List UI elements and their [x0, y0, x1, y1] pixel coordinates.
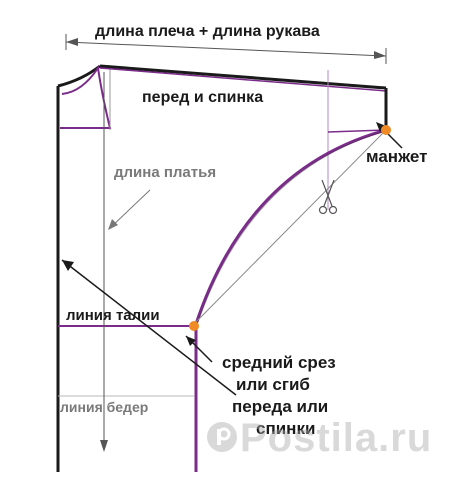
top-measure-arrow-right [374, 51, 386, 59]
dress-length-label: длина платья [114, 164, 217, 181]
scissors-icon [318, 179, 338, 215]
shoulder-sleeve-line [99, 64, 387, 90]
cuff-label: манжет [366, 147, 428, 166]
underarm-curve [194, 128, 387, 472]
neckline-curve [57, 64, 101, 88]
waist-marker [189, 321, 199, 331]
top-measure-arrow-left [66, 38, 78, 46]
cuff-horizontal [327, 129, 387, 133]
middle-cut-line-4: спинки [256, 419, 316, 438]
cuff-marker [381, 125, 391, 135]
middle-cut-pointer [61, 259, 237, 396]
middle-cut-line-1: средний срез [222, 353, 336, 372]
watermark-text: Postila.ru [240, 416, 433, 460]
diagonal-guide [191, 129, 387, 327]
middle-cut-line-2: или сгиб [236, 375, 310, 394]
front-back-label: перед и спинка [142, 89, 264, 106]
waist-line-label: линия талии [66, 307, 160, 324]
dress-length-arrow-bottom [100, 440, 108, 452]
middle-cut-line-3: переда или [232, 397, 329, 416]
neck-purple [60, 65, 112, 129]
top-measure-label: длина плеча + длина рукава [95, 23, 320, 40]
middle-cut-pointer-head [62, 260, 74, 271]
shoulder-sleeve-line-purple [99, 67, 387, 92]
top-measure-line [65, 41, 387, 57]
hip-line-label: линия бедер [60, 399, 149, 415]
postila-logo-icon [207, 422, 237, 452]
